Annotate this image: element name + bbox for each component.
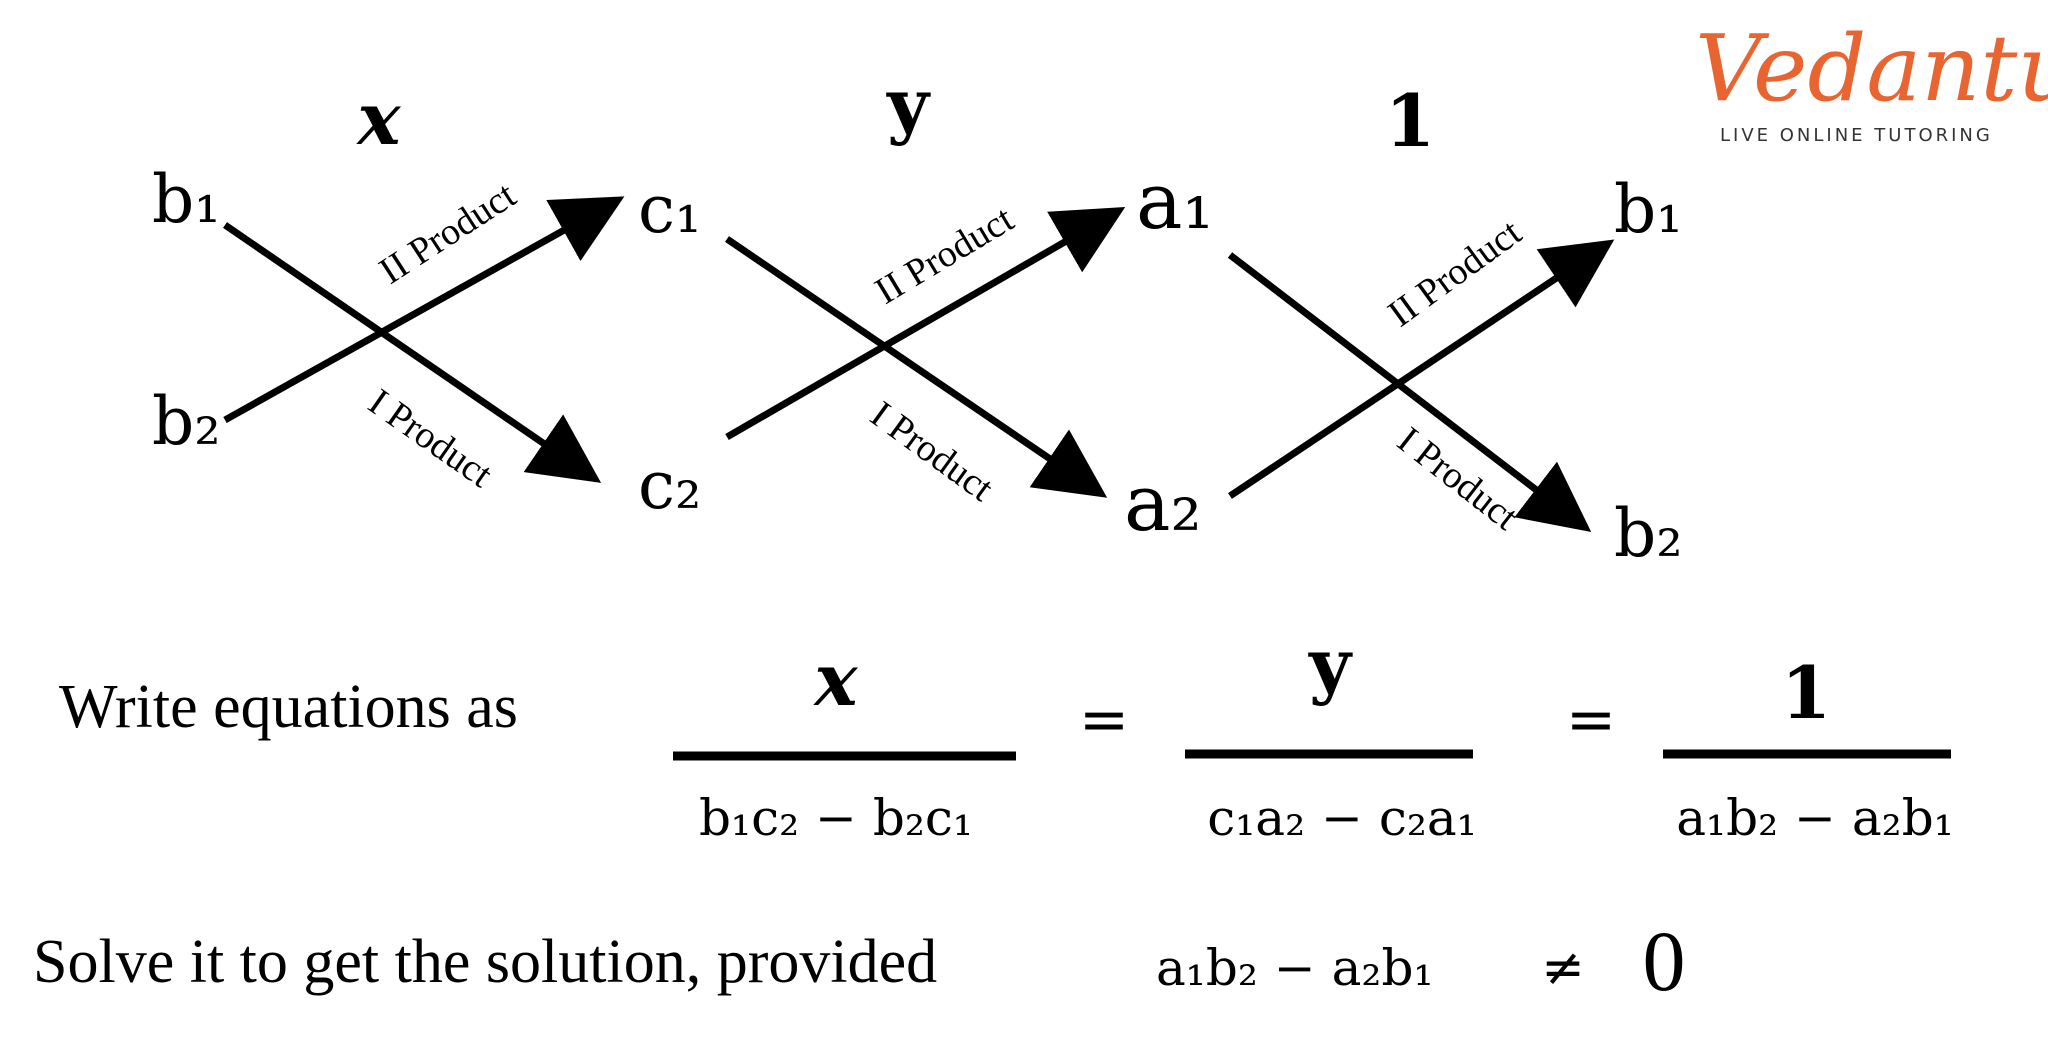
fraction-one-numerator: 1: [1781, 650, 1831, 735]
header-x: x: [356, 76, 402, 161]
header-y: y: [886, 62, 931, 147]
node-b1-right: b₁: [1614, 171, 1683, 248]
label-first-product-3: I Product: [1389, 419, 1526, 539]
header-one: 1: [1385, 78, 1435, 163]
node-b2-left: b₂: [152, 383, 221, 460]
not-equal-sign: ≠: [1541, 938, 1585, 998]
logo-tagline: LIVE ONLINE TUTORING: [1720, 125, 1993, 146]
condition-zero: 0: [1643, 913, 1686, 1009]
equals-sign-1: =: [1079, 685, 1129, 755]
condition-text: Solve it to get the solution, provided: [33, 928, 937, 996]
node-c1: c₁: [638, 171, 701, 248]
equation-intro: Write equations as: [59, 673, 518, 741]
arrow-a2-to-b1: [1228, 239, 1615, 499]
node-a1: a₁: [1136, 157, 1214, 247]
node-b2-right: b₂: [1614, 495, 1683, 572]
node-b1-left: b₁: [152, 161, 221, 238]
fraction-y-denominator: c₁a₂ − c₂a₁: [1207, 789, 1476, 847]
label-second-product-2: II Product: [868, 198, 1021, 313]
fraction-one-denominator: a₁b₂ − a₂b₁: [1676, 789, 1954, 847]
fraction-x-denominator: b₁c₂ − b₂c₁: [699, 789, 973, 847]
node-c2: c₂: [638, 447, 701, 524]
label-second-product-1: II Product: [372, 174, 524, 293]
fraction-x-numerator: x: [813, 637, 859, 722]
fraction-y-numerator: y: [1308, 622, 1353, 707]
arrow-b1-to-c2: [223, 222, 602, 483]
condition-expression: a₁b₂ − a₂b₁: [1156, 939, 1434, 997]
arrow-c1-to-a2: [725, 236, 1108, 498]
vedantu-logo: Vedantu LIVE ONLINE TUTORING: [1695, 15, 2048, 146]
node-a2: a₂: [1124, 459, 1202, 549]
arrow-b2-to-c1: [223, 196, 625, 424]
label-second-product-3: II Product: [1381, 211, 1530, 335]
logo-brand: Vedantu: [1695, 15, 2048, 122]
equals-sign-2: =: [1566, 685, 1616, 755]
arrow-c2-to-a1: [725, 206, 1126, 441]
